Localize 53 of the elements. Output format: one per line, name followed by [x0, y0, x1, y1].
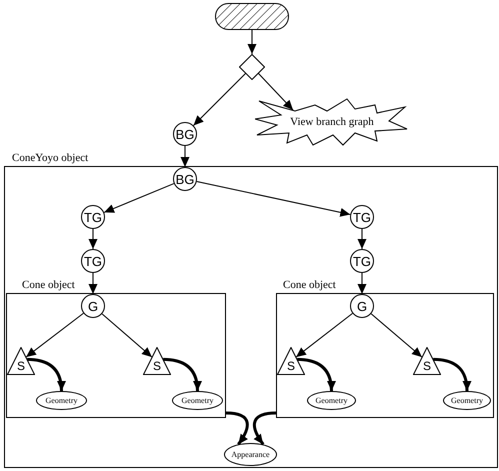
- curved-arrow: [163, 358, 202, 392]
- group-title: ConeYoyo object: [12, 152, 88, 165]
- node-label: Geometry: [451, 396, 483, 404]
- burst-label: View branch graph: [290, 116, 374, 128]
- arrow: [104, 183, 174, 213]
- curved-arrow: [226, 412, 249, 446]
- triangle-node: [7, 347, 35, 375]
- node-label: TG: [84, 210, 102, 224]
- arrow: [358, 272, 366, 294]
- arrow: [248, 30, 256, 54]
- arrow: [258, 73, 294, 110]
- node-label: TG: [352, 254, 372, 268]
- node-label: S: [152, 360, 161, 372]
- arrow: [26, 312, 84, 358]
- curved-arrow: [297, 358, 336, 392]
- node-label: G: [88, 300, 98, 312]
- group-title: Cone object: [22, 279, 75, 292]
- node-label: BG: [176, 128, 194, 140]
- curved-arrow: [27, 358, 66, 392]
- arrow: [88, 228, 98, 250]
- curved-arrow: [433, 358, 472, 392]
- ellipse-node: [307, 391, 356, 410]
- arrow: [192, 73, 246, 126]
- node-label: Geometry: [316, 396, 348, 404]
- arrow: [196, 181, 351, 217]
- node-label: Geometry: [182, 396, 214, 404]
- triangle-node: [413, 347, 441, 375]
- node-label: Appearance: [231, 450, 270, 458]
- node-label: Geometry: [46, 396, 78, 404]
- node-label: TG: [84, 254, 102, 268]
- node-label: S: [16, 360, 25, 372]
- node-label: G: [356, 300, 368, 312]
- node-label: S: [422, 360, 431, 372]
- triangle-node: [277, 347, 305, 375]
- triangle-node: [143, 347, 171, 375]
- starburst-shape: [255, 97, 409, 147]
- ellipse-node: [172, 391, 223, 410]
- node-label: TG: [352, 210, 372, 224]
- ellipse-node: [224, 443, 277, 466]
- ellipse-node: [36, 391, 87, 410]
- arrow: [370, 313, 422, 358]
- arrow: [358, 228, 366, 250]
- group-title: Cone object: [283, 279, 336, 292]
- decision-diamond: [239, 54, 265, 80]
- curved-arrow: [252, 412, 276, 446]
- ellipse-node: [443, 391, 491, 410]
- node-label: S: [286, 360, 295, 372]
- arrow: [180, 146, 190, 168]
- hatched-terminal-shape: [215, 3, 289, 30]
- arrow: [102, 313, 152, 358]
- arrow: [88, 272, 98, 294]
- node-label: BG: [176, 172, 194, 186]
- arrow: [296, 312, 353, 358]
